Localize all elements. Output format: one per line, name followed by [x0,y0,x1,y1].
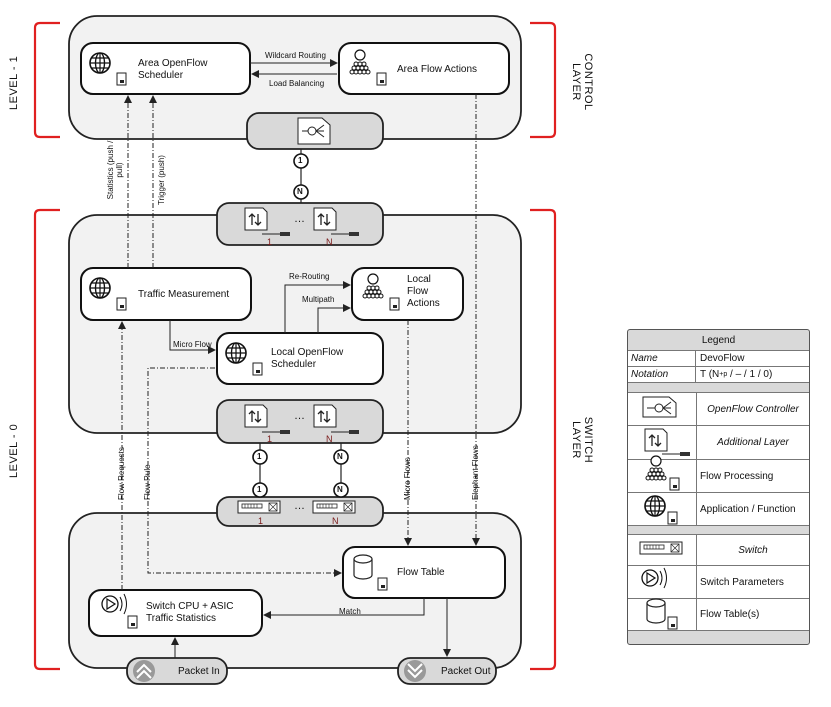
legend-item-switch: Switch [628,534,809,565]
multipath-label: Multipath [302,295,335,304]
additional-layer-top-left-num: 1 [267,237,273,247]
legend-name-key: Name [628,351,696,366]
switch-bar-ellipsis: … [294,500,305,512]
level-1-bracket [33,21,60,139]
control-layer-label: CONTROL LAYER [570,53,594,111]
control-layer-bracket [530,21,557,139]
area-openflow-scheduler-label: Area OpenFlow Scheduler [138,58,208,81]
level-0-label: LEVEL - 0 [8,423,20,478]
packet-in-icon [133,660,155,682]
switch-layer-bracket [530,208,557,671]
legend-item-flow-tables: Flow Table(s) [628,598,809,631]
packet-out-label: Packet Out [441,666,491,677]
elephant-flows-label: Elephant Flows [471,445,480,500]
legend-item-application: Application / Function [628,492,809,526]
link-n-switch-a: N [337,452,343,461]
switch-cpu-label: Switch CPU + ASIC Traffic Statistics [146,601,234,624]
legend-item-openflow-controller: OpenFlow Controller [628,392,809,425]
switch-bar-left-num: 1 [258,516,264,526]
flow-requests-label: Flow Requests [117,447,126,500]
packet-out-icon [404,660,426,682]
load-balancing-label: Load Balancing [269,79,325,88]
switch-parameters-icon-main [101,593,127,615]
re-routing-label: Re-Routing [289,272,330,281]
legend-notation-row: Notation T (N+p / – / 1 / 0) [628,366,809,383]
statistics-label: Statistics (push / pull) [106,140,124,200]
traffic-measurement-label: Traffic Measurement [138,289,230,300]
link-n-switch-b: N [337,485,343,494]
link-n-control: N [297,187,303,196]
level-0-bracket [33,208,60,671]
switch-layer-label: SWITCH LAYER [570,416,594,464]
match-label: Match [339,607,361,616]
micro-flows-label: Micro Flows [403,457,412,500]
wildcard-routing-label: Wildcard Routing [265,51,326,60]
additional-layer-top-ellipsis: … [294,213,305,225]
micro-flow-label: Micro Flow [173,340,212,349]
switch-bar-right-num: N [332,516,339,526]
local-openflow-scheduler-label: Local OpenFlow Scheduler [271,347,344,370]
local-flow-actions-label: Local Flow Actions [407,274,440,309]
area-flow-actions-label: Area Flow Actions [397,64,478,75]
legend-name-row: Name DevoFlow [628,350,809,366]
additional-layer-top-right-num: N [326,237,333,247]
additional-layer-bottom-right-num: N [326,434,333,444]
flow-rule-label: Flow Rule [143,464,152,500]
link-1-switch-b: 1 [257,485,262,494]
legend: Legend Name DevoFlow Notation T (N+p / –… [627,329,810,645]
link-1-switch-a: 1 [257,452,262,461]
level-1-label: LEVEL - 1 [8,55,20,110]
packet-in-label: Packet In [178,666,220,677]
additional-layer-bottom-ellipsis: … [294,410,305,422]
additional-layer-bottom-left-num: 1 [267,434,273,444]
legend-notation-val: T (N+p / – / 1 / 0) [700,369,773,380]
legend-item-additional-layer: Additional Layer [628,425,809,459]
trigger-label: Trigger (push) [157,155,166,205]
legend-title: Legend [701,334,736,346]
link-1-control: 1 [298,156,303,165]
legend-item-flow-processing: Flow Processing [628,459,809,492]
legend-item-switch-parameters: Switch Parameters [628,565,809,598]
legend-name-val: DevoFlow [700,353,745,364]
legend-notation-key: Notation [628,367,696,382]
openflow-controller-icon-main [297,117,331,145]
flow-table-label: Flow Table [397,567,445,578]
